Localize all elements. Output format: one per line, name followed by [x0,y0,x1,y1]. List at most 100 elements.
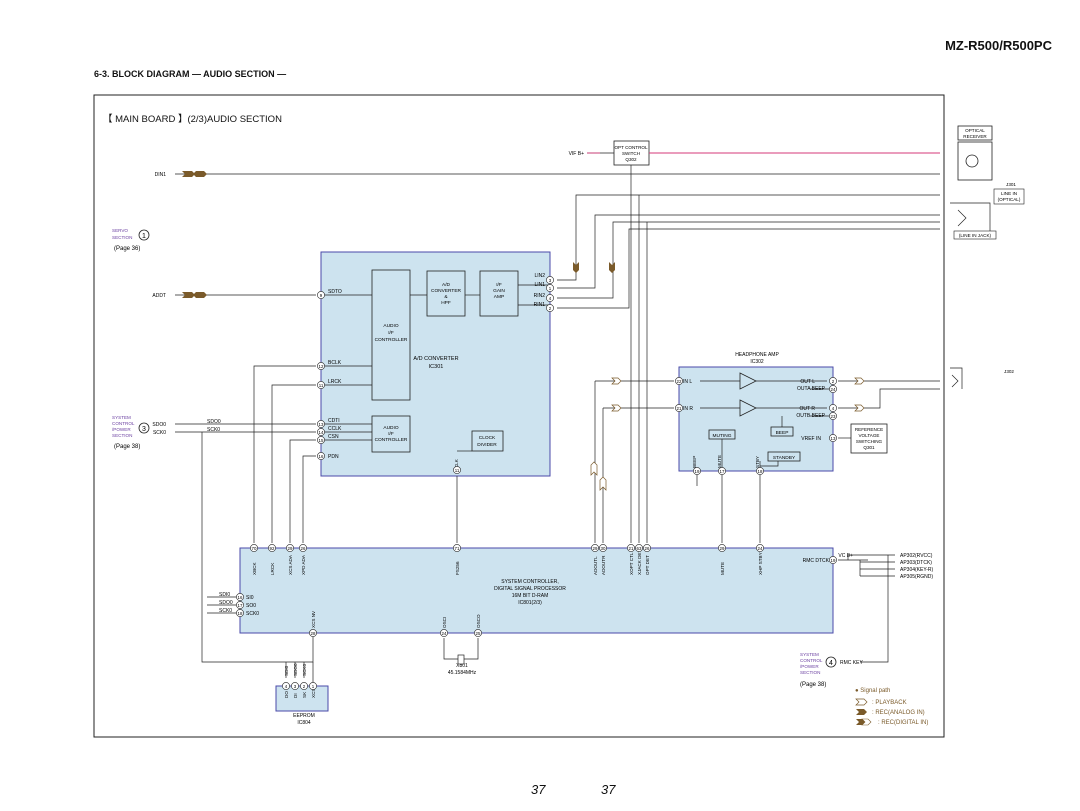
ap302-label: AP302(RVCC) [900,553,933,559]
gain-line3: AMP [494,294,504,300]
hp-out-pin-number: 4 [832,406,835,411]
reference-voltage-switching [850,423,888,454]
sc-osc-pin-circle [474,629,482,637]
bclk-label: BCLK [328,360,342,366]
sc-xpdada: XPD ADA [301,554,306,575]
sc4-line4: SECTION [800,670,820,675]
opt-line2: SWITCH [622,151,640,156]
ref-line3: SWITCHING [856,439,883,444]
vref-pin-number: 13 [831,436,836,441]
ee-sck0: SCK0 [302,664,307,676]
model-number: MZ-R500/R500PC [945,38,1052,53]
eeprom-pin-number: 2 [303,684,306,689]
crystal-symbol [457,654,465,665]
eeprom-pin-circle [282,682,290,690]
sc-mute: MUTE [720,562,725,575]
sc-top-pin-circle [635,544,643,552]
sc-xbck: XBCK [252,562,257,575]
opt-control-switch [613,140,650,166]
sc-xcsnv-pin-circle [309,629,317,637]
sc-osc-pin-number: 24 [442,631,447,636]
j302-label: J302 [1004,369,1014,374]
servo-ref-page: (Page 36) [114,246,140,252]
ee-di: DI [293,693,298,698]
sc-osc-pin-circle [440,629,448,637]
pdn-label: PDN [328,454,339,460]
j301-line1: J301 [1006,182,1016,187]
sc-top-pin-circle [643,544,651,552]
standby-label: STANDBY [773,455,796,461]
audio-if-bot-line1: AUDIO [383,425,398,431]
line-in-jack-symbol [950,202,991,231]
out-l-label: OUT L [800,379,815,385]
eeprom-title: EEPROM [293,713,315,719]
section-title: 6-3. BLOCK DIAGRAM — AUDIO SECTION — [94,69,287,79]
legend-playback: : PLAYBACK [872,700,907,706]
adc-left-pin-number: 12 [319,364,324,369]
gain-line1: I/F [496,282,502,288]
audio-if-top-line1: AUDIO [383,323,398,329]
opt-line1: OPT CONTROL [614,145,648,150]
hp-out-pin-circle [829,377,837,385]
adc-right-pin-circle [546,284,554,292]
din1-arrow [182,171,195,177]
lrck-label: LRCK [328,379,342,385]
sc4-num: 4 [829,660,833,667]
ap304-label: AP304(KEY-R) [900,567,933,573]
vref-label: VREF IN [801,436,821,442]
line-in-jack-box [953,230,997,240]
adc-right-pin-circle [546,304,554,312]
hp-amp-ic: IC302 [750,359,764,365]
legend: ● Signal path : PLAYBACK : REC(ANALOG IN… [855,688,928,726]
adc-left-pin-circle [317,436,325,444]
sc-fs256: FS256 [455,561,460,575]
legend-rec-digital-icon-2 [861,718,872,726]
sc-top-pin-circle [599,544,607,552]
mclk-label: MCLK [454,458,459,472]
adc-right-pin-circle [546,276,554,284]
sck0-pin-label: SCK0 [246,611,259,617]
cdti-label: CDTI [328,418,340,424]
addt-arrow-2 [193,292,207,298]
adc-right-pin-number: 2 [549,306,552,311]
adhpf-line1: A/D [442,282,451,288]
sc-top-pin-number: 92 [270,546,275,551]
hp-out-pin-number: 23 [831,414,836,419]
adc-left-pin-circle [317,381,325,389]
adc-left-pin-circle [317,291,325,299]
hp-out-pin-circle [829,385,837,393]
ap305-label: AP305(RGND) [900,574,933,580]
sc-xjackdet: XJACK DET [637,550,642,575]
eeprom-pin-number: 1 [312,684,315,689]
rin1-label: RIN1 [534,302,546,308]
gain-line2: GAIN [493,288,505,294]
sdto-label: SDTO [328,289,342,295]
adc-right-pin-circle [546,294,554,302]
sc-top-pin-circle [286,544,294,552]
play-arrow-4 [854,404,865,412]
eeprom-ic: IC804 [297,720,311,726]
play-arrow-2 [611,404,622,412]
system-control-ref-3: SYSTEM CONTROL /POWER SECTION 3 (Page 38… [112,415,150,450]
opt-line3: Q302 [625,157,637,162]
sc-line1: SYSTEM CONTROLLER, [501,579,559,585]
hp-out-pin-number: 24 [831,387,836,392]
hp-beep-label: BEEP [692,456,697,468]
rec-digital-arrow-2 [599,476,607,491]
play-arrow-3 [854,377,865,385]
sc-lrck: LRCK [270,562,275,575]
hp-stby-label: STBY [755,456,760,468]
ref-line1: REFERENCE [855,427,883,432]
sdo0-label: SDO0 [152,422,166,428]
hp-in-pin-number: 22 [677,379,682,384]
sc-xhpstby: XHP STBY [758,552,763,575]
text-labels: VIF B+ DIN1 ADDT SDO0 SCK0 SDO0 SCK0 SDI… [152,151,933,676]
page-number-left: 37 [531,782,546,797]
hp-mute-label: MUTE [717,455,722,468]
sc4-line3: /POWER [800,664,819,669]
wires [175,152,940,686]
hp-out-pin-circle [829,404,837,412]
eeprom-pin-number: 3 [294,684,297,689]
